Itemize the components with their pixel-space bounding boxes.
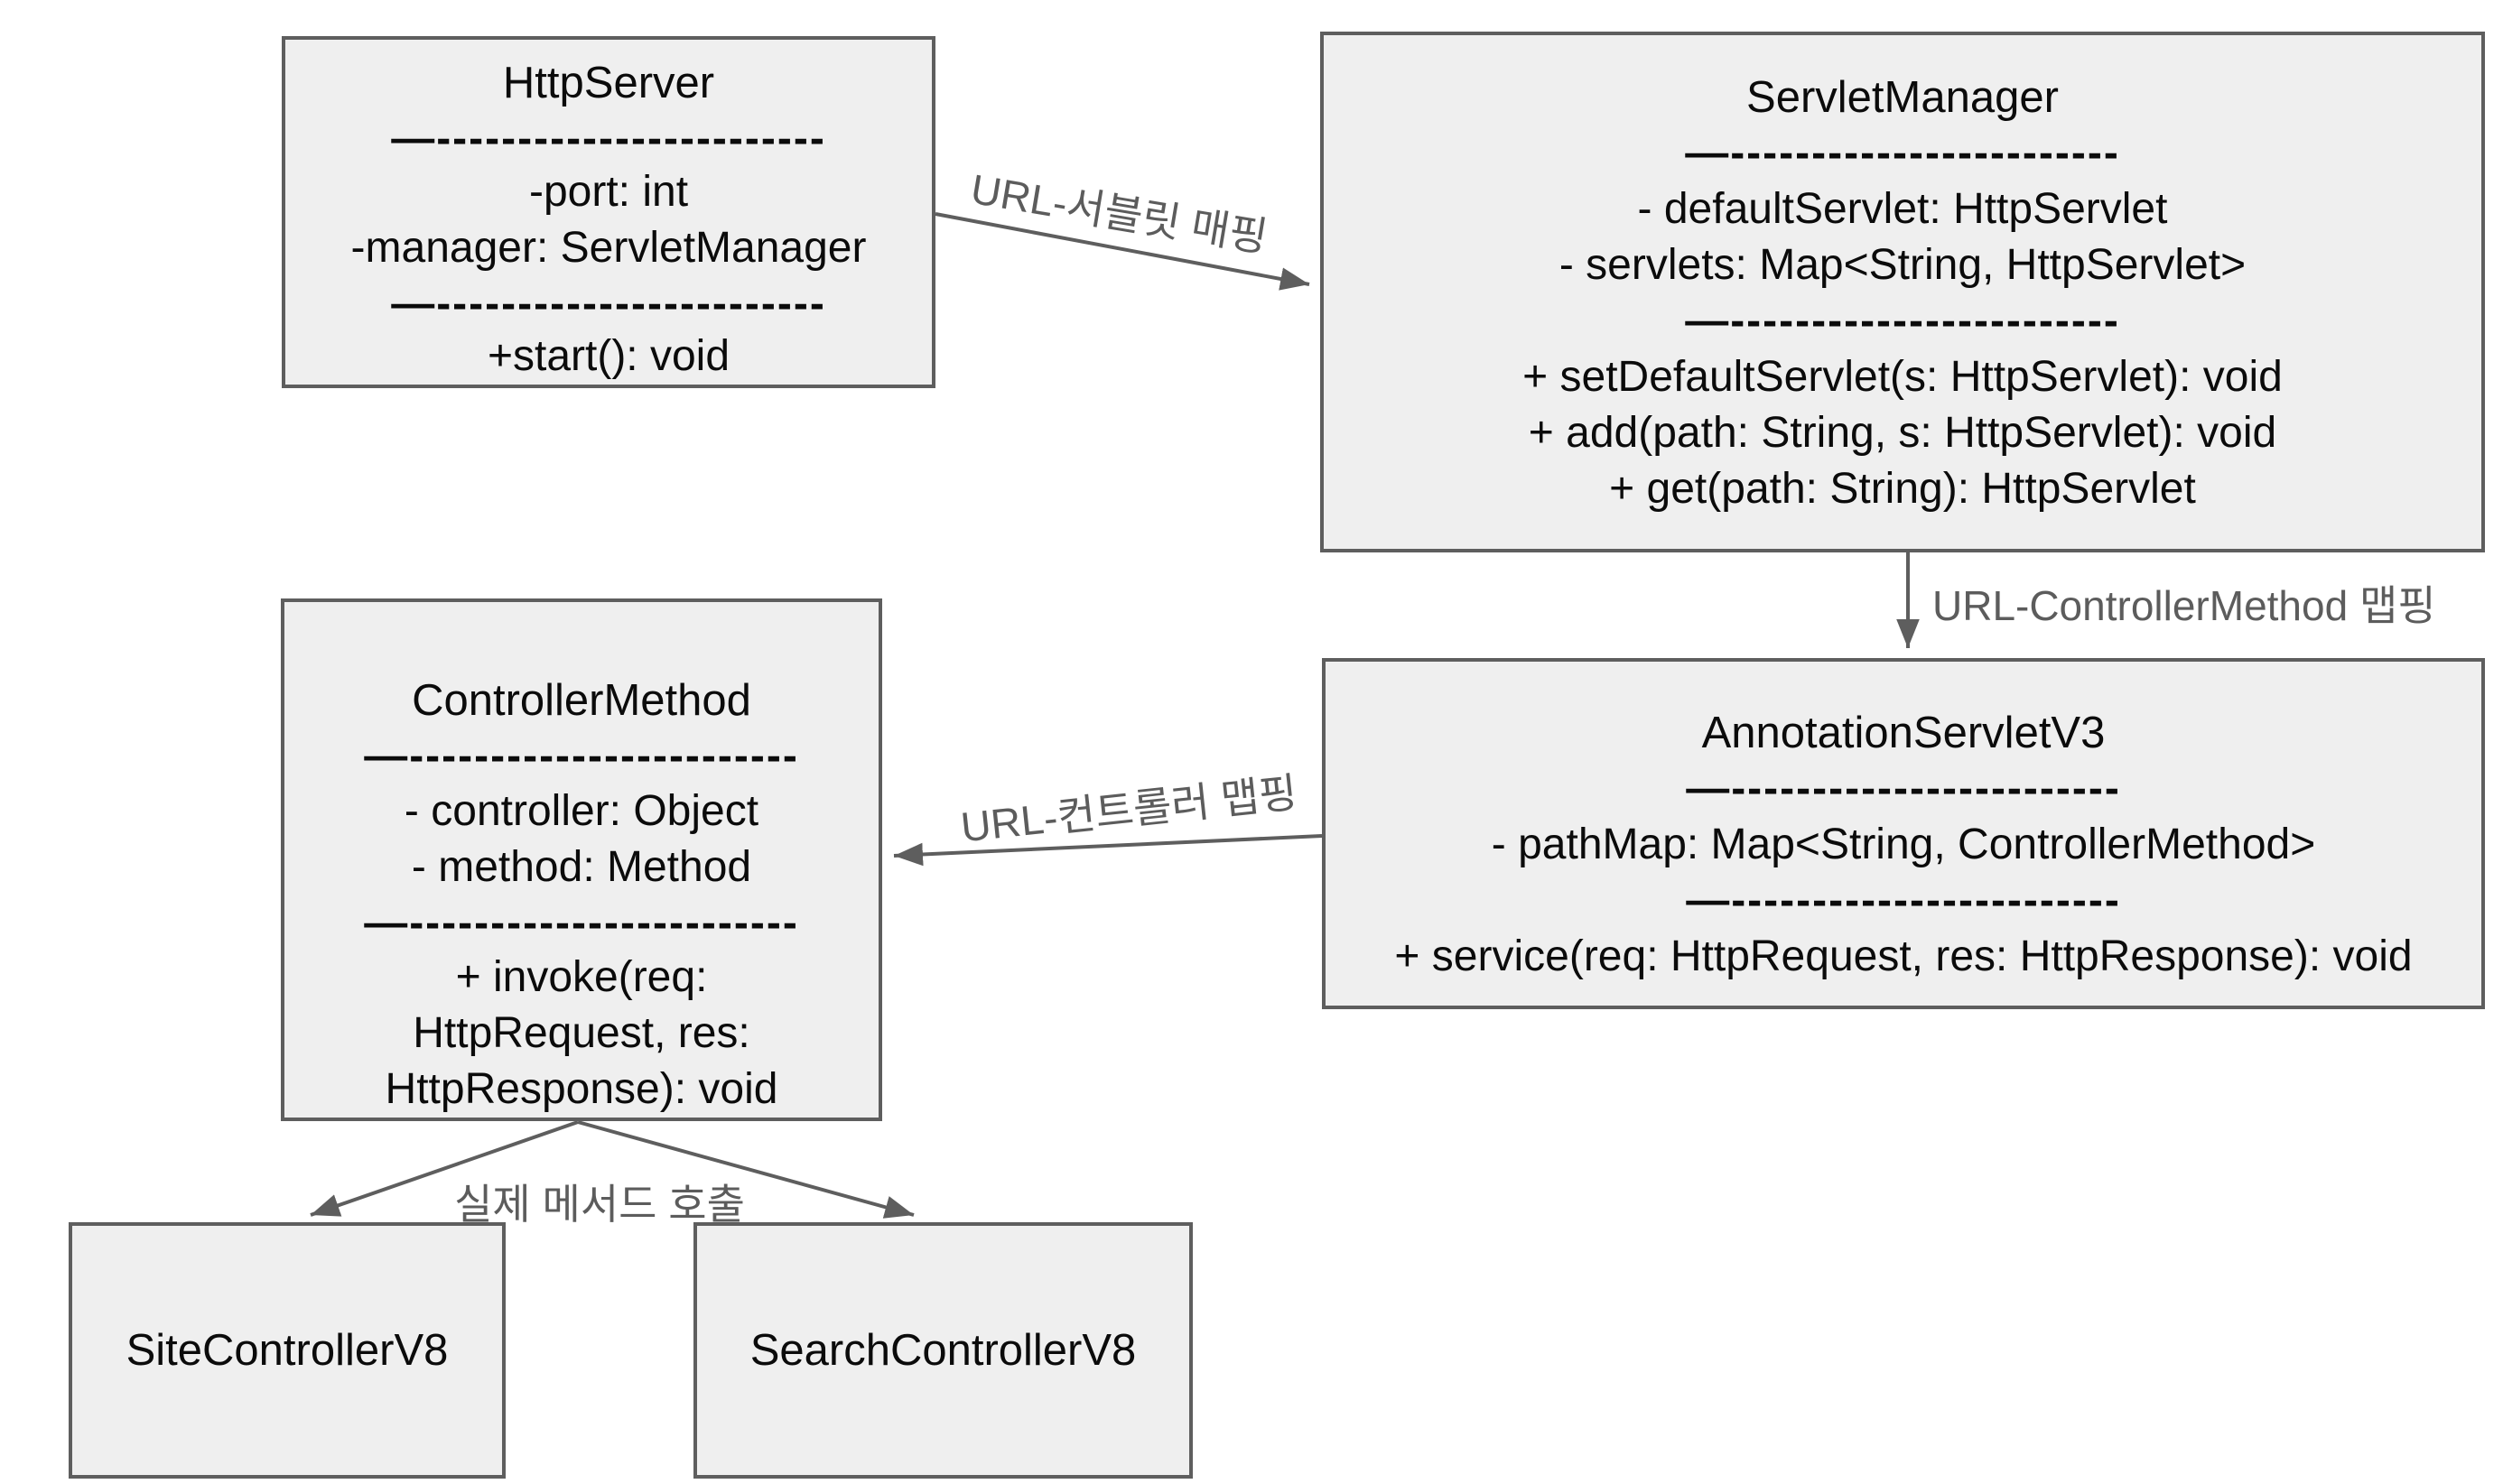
class-box-sitecontrollerv8: SiteControllerV8 [69,1222,506,1479]
uml-attribute: - pathMap: Map<String, ControllerMethod> [1491,821,2316,868]
uml-section-divider: —------------------------ [1686,765,2121,812]
edge-label-actual-method-call: 실제 메서드 호출 [454,1181,745,1228]
uml-method: + service(req: HttpRequest, res: HttpRes… [1394,932,2413,980]
uml-method: + setDefaultServlet(s: HttpServlet): voi… [1522,353,2283,401]
class-title: SearchControllerV8 [749,1326,1137,1375]
uml-section-divider: —------------------------ [364,898,799,947]
class-box-httpserver: HttpServer —------------------------ -po… [282,36,935,388]
uml-method: + invoke(req: [455,953,708,1001]
uml-attribute: - defaultServlet: HttpServlet [1637,185,2168,233]
uml-attribute: - controller: Object [404,786,759,835]
edge-label-url-controllermethod-mapping: URL-ControllerMethod 맵핑 [1932,582,2436,629]
class-box-searchcontrollerv8: SearchControllerV8 [693,1222,1193,1479]
uml-method: + add(path: String, s: HttpServlet): voi… [1528,409,2277,457]
class-box-servletmanager: ServletManager —------------------------… [1320,32,2485,552]
edge-label-url-servlet-mapping: URL-서블릿 매핑 [967,164,1271,261]
class-title: HttpServer [502,59,715,107]
class-title: SiteControllerV8 [126,1326,449,1375]
class-title: ServletManager [1746,73,2059,122]
uml-section-divider: —------------------------ [391,279,826,328]
uml-method: HttpRequest, res: [413,1009,750,1057]
uml-method: HttpResponse): void [385,1065,778,1113]
edge-label-url-controller-mapping: URL-컨트롤러 맵핑 [958,768,1300,851]
uml-attribute: - servlets: Map<String, HttpServlet> [1559,241,2247,289]
uml-section-divider: —------------------------ [364,732,799,780]
uml-section-divider: —------------------------ [1685,297,2120,345]
class-box-controllermethod: ControllerMethod —----------------------… [281,598,882,1121]
uml-method: + get(path: String): HttpServlet [1609,465,2196,513]
class-title: AnnotationServletV3 [1701,709,2106,757]
uml-attribute: -manager: ServletManager [350,223,867,272]
uml-attribute: -port: int [528,167,689,216]
uml-section-divider: —------------------------ [1685,129,2120,177]
class-title: ControllerMethod [412,676,751,725]
uml-attribute: - method: Method [411,842,752,891]
uml-method: +start(): void [487,332,730,380]
uml-section-divider: —------------------------ [1686,876,2121,924]
class-box-annotationservletv3: AnnotationServletV3 —-------------------… [1322,658,2485,1009]
uml-section-divider: —------------------------ [391,115,826,162]
